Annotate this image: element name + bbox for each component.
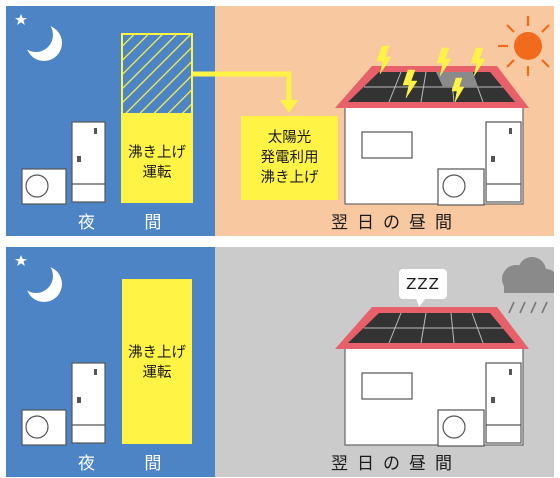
cloudy-scenario-panel: ZZZ 沸き上げ 運転 夜 間 翌日の昼間 — [6, 247, 554, 477]
sleep-bubble — [399, 269, 447, 307]
tank-boil-block — [122, 279, 192, 444]
water-tank-icon — [71, 362, 106, 444]
tank-boil-block — [121, 113, 193, 203]
top-illustration — [15, 14, 550, 206]
heat-pump-unit-day-icon — [437, 409, 485, 447]
boil-label-line1: 沸き上げ — [128, 145, 186, 161]
heat-pump-unit-day-icon — [437, 168, 485, 206]
hatched-tank-upper — [121, 33, 193, 115]
water-tank-day-icon — [485, 362, 522, 444]
heat-pump-unit-icon — [21, 409, 67, 446]
sun-icon — [498, 16, 550, 76]
bottom-illustration — [15, 255, 554, 447]
water-tank-day-icon — [485, 121, 522, 203]
boil-operation-label: 沸き上げ 運転 — [122, 343, 192, 383]
moon-icon — [19, 259, 62, 302]
sleep-text: ZZZ — [406, 275, 440, 293]
moon-icon — [19, 18, 62, 61]
star-icon — [15, 14, 27, 25]
lightning-icon — [376, 45, 486, 103]
solar-label-line3: 沸き上げ — [260, 170, 319, 186]
day-caption: 翌日の昼間 — [331, 454, 461, 474]
rain-cloud-icon — [502, 257, 554, 314]
boil-operation-label: 沸き上げ 運転 — [122, 143, 192, 183]
day-caption: 翌日の昼間 — [331, 213, 461, 233]
sunny-scenario-panel: 沸き上げ 運転 太陽光 発電利用 沸き上げ 夜 間 翌日の昼間 — [6, 6, 554, 236]
boil-label-line2: 運転 — [142, 165, 172, 181]
solar-boil-box — [241, 116, 338, 200]
night-caption: 夜 間 — [78, 213, 184, 233]
boil-label-line2: 運転 — [142, 365, 172, 381]
solar-label-line1: 太陽光 — [267, 130, 312, 146]
night-caption: 夜 間 — [78, 454, 184, 474]
solar-label-line2: 発電利用 — [260, 150, 319, 166]
transfer-arrow-icon — [192, 71, 298, 113]
heat-pump-unit-icon — [21, 168, 67, 205]
water-tank-icon — [71, 121, 106, 203]
solar-boil-label: 太陽光 発電利用 沸き上げ — [241, 128, 338, 188]
star-icon — [15, 255, 27, 266]
boil-label-line1: 沸き上げ — [128, 345, 186, 361]
